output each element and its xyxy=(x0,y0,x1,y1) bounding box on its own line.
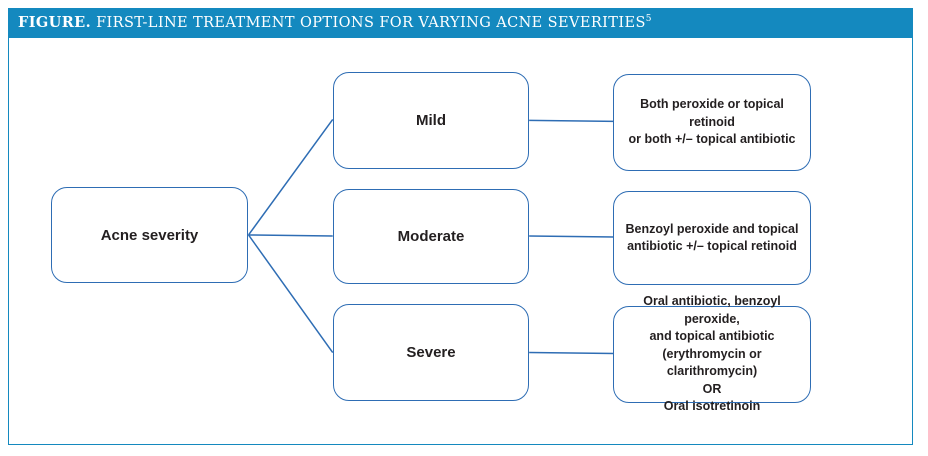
node-treatment-moderate-text: Benzoyl peroxide and topical antibiotic … xyxy=(625,221,799,254)
figure-label: FIGURE. xyxy=(18,14,92,31)
figure-title-superscript: 5 xyxy=(645,13,652,24)
node-acne-severity: Acne severity xyxy=(51,187,248,283)
node-severity-mild: Mild xyxy=(333,72,529,169)
node-severity-severe: Severe xyxy=(333,304,529,401)
node-treatment-severe: Oral antibiotic, benzoyl peroxide, and t… xyxy=(613,294,811,413)
node-treatment-mild-text: Both peroxide or topical retinoid or bot… xyxy=(628,97,796,147)
node-severity-severe-label: Severe xyxy=(406,344,456,361)
node-treatment-severe-text: Oral antibiotic, benzoyl peroxide, and t… xyxy=(643,294,781,414)
node-treatment-moderate: Benzoyl peroxide and topical antibiotic … xyxy=(613,191,811,285)
node-severity-mild-label: Mild xyxy=(416,112,446,129)
figure-panel: Acne severity Mild Moderate Severe Both … xyxy=(8,37,913,445)
figure-title: FIRST-LINE TREATMENT OPTIONS FOR VARYING… xyxy=(96,13,652,31)
figure-title-text: FIRST-LINE TREATMENT OPTIONS FOR VARYING… xyxy=(96,14,646,31)
figure-title-bar: FIGURE. FIRST-LINE TREATMENT OPTIONS FOR… xyxy=(8,8,913,37)
node-severity-moderate-label: Moderate xyxy=(397,228,465,245)
connector-lines xyxy=(247,118,615,355)
node-severity-moderate: Moderate xyxy=(333,189,529,284)
node-acne-severity-label: Acne severity xyxy=(100,226,199,244)
node-treatment-mild: Both peroxide or topical retinoid or bot… xyxy=(613,74,811,171)
